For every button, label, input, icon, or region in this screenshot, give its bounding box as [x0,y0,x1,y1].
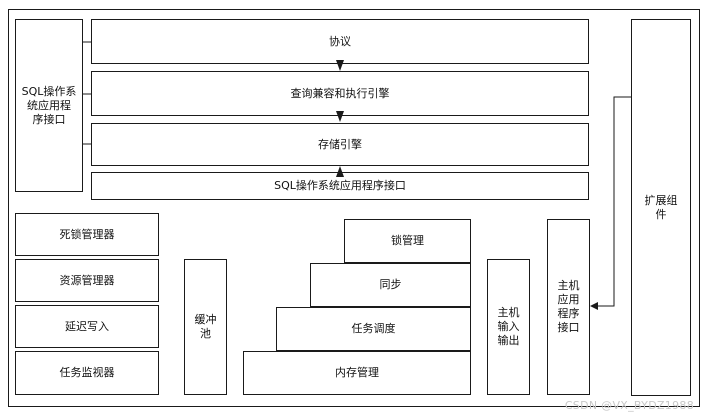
arrow-api-to-storage-icon [336,166,344,177]
deadlock-manager-label: 死锁管理器 [59,227,115,241]
host-api-label: 主机 应用 程序 接口 [557,279,580,334]
extension-component-label: 扩展组 件 [644,193,678,221]
lock-management-box: 锁管理 [344,219,471,263]
sql-os-api-bar-label: SQL操作系统应用程序接口 [274,179,406,192]
arrow-query-to-storage-icon [336,111,344,122]
synchronization-box: 同步 [310,263,471,307]
buffer-pool-label: 缓冲 池 [194,313,217,340]
resource-manager-label: 资源管理器 [59,273,115,287]
extension-component-box: 扩展组 件 [631,19,691,396]
protocol-label: 协议 [329,34,351,48]
buffer-pool-box: 缓冲 池 [184,259,227,395]
memory-management-box: 内存管理 [243,351,471,395]
query-engine-label: 查询兼容和执行引擎 [290,86,390,100]
delayed-write-label: 延迟写入 [65,319,109,333]
arrow-protocol-to-query-icon [336,60,344,71]
deadlock-manager-box: 死锁管理器 [15,213,159,256]
host-io-label: 主机 输入 输出 [497,306,520,347]
task-monitor-label: 任务监视器 [59,366,115,379]
lock-management-label: 锁管理 [391,234,424,247]
storage-engine-box: 存储引擎 [91,123,589,166]
task-scheduling-label: 任务调度 [351,322,396,335]
synchronization-label: 同步 [379,278,402,291]
storage-engine-label: 存储引擎 [318,137,362,151]
task-monitor-box: 任务监视器 [15,351,159,395]
watermark: CSDN @VX_BYDZ1988 [564,399,694,412]
arrow-to-hostapi-icon [590,302,598,310]
delayed-write-box: 延迟写入 [15,305,159,348]
connector-extension-hostapi [594,96,631,307]
host-io-box: 主机 输入 输出 [487,259,530,395]
sql-os-api-left-label: SQL操作系 统应用程 序接口 [21,84,77,126]
sql-os-api-left-box: SQL操作系 统应用程 序接口 [15,19,83,192]
resource-manager-box: 资源管理器 [15,259,159,302]
host-api-box: 主机 应用 程序 接口 [547,219,590,395]
memory-management-label: 内存管理 [335,366,379,379]
query-engine-box: 查询兼容和执行引擎 [91,71,589,116]
task-scheduling-box: 任务调度 [276,307,471,351]
